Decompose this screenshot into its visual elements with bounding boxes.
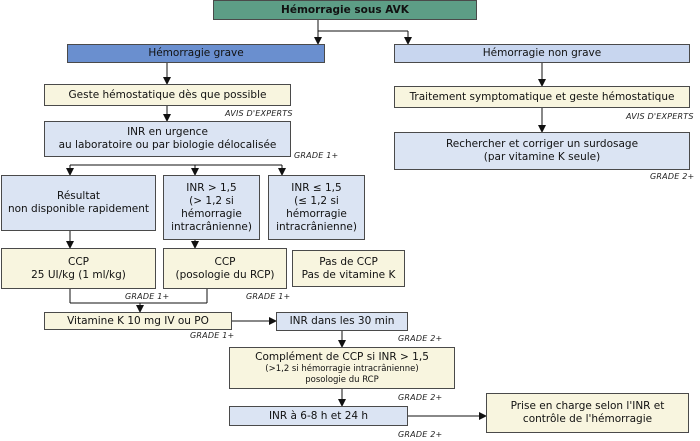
grade-inr-6-8h: GRADE 2+ <box>398 430 443 439</box>
node-rechercher-surdosage: Rechercher et corriger un surdosage (par… <box>394 132 690 170</box>
node-line: Rechercher et corriger un surdosage <box>445 138 639 150</box>
node-inr-urgence: INR en urgence au laboratoire ou par bio… <box>44 121 291 157</box>
node-inr-6-8h: INR à 6-8 h et 24 h <box>229 406 408 426</box>
grade-avis-experts-right: AVIS D'EXPERTS <box>626 112 694 121</box>
node-line: Résultat <box>57 190 100 202</box>
node-line: INR > 1,5 <box>186 181 237 194</box>
node-line: CCP <box>68 255 89 268</box>
node-inr-30-min: INR dans les 30 min <box>276 312 408 331</box>
node-label: Traitement symptomatique et geste hémost… <box>409 90 675 103</box>
node-vitamine-k: Vitamine K 10 mg IV ou PO <box>44 312 232 330</box>
node-line: 25 UI/kg (1 ml/kg) <box>31 268 126 281</box>
node-line: CCP <box>214 255 236 268</box>
node-line: hémorragie <box>181 207 242 220</box>
node-hemorragie-non-grave: Hémorragie non grave <box>394 44 690 63</box>
node-ccp-25: CCP 25 UI/kg (1 ml/kg) <box>1 248 156 289</box>
node-label: Hémorragie non grave <box>482 47 602 59</box>
node-inr-superieur: INR > 1,5 (> 1,2 si hémorragie intracrân… <box>163 175 260 240</box>
node-line: (≤ 1,2 si <box>294 194 339 207</box>
node-line: contrôle de l'hémorragie <box>522 413 653 425</box>
grade-ccp-25: GRADE 1+ <box>125 292 170 301</box>
grade-rechercher: GRADE 2+ <box>650 172 695 181</box>
grade-ccp-posologie: GRADE 1+ <box>246 292 291 301</box>
node-line: Pas de CCP <box>319 255 378 268</box>
node-line: (>1,2 si hémorragie intracrânienne) <box>265 364 419 374</box>
node-label: Vitamine K 10 mg IV ou PO <box>67 314 209 327</box>
node-line: posologie du RCP <box>305 374 379 385</box>
node-line: intracrânienne) <box>171 220 252 233</box>
node-line: Pas de vitamine K <box>301 268 396 281</box>
node-line: non disponible rapidement <box>7 203 150 215</box>
node-hemorragie-avk: Hémorragie sous AVK <box>213 0 477 20</box>
node-inr-inferieur: INR ≤ 1,5 (≤ 1,2 si hémorragie intracrân… <box>268 175 365 240</box>
node-hemorragie-grave: Hémorragie grave <box>67 44 325 63</box>
node-label: INR à 6-8 h et 24 h <box>268 409 369 422</box>
node-label: INR dans les 30 min <box>289 315 395 327</box>
grade-vitamine-k: GRADE 1+ <box>190 331 235 340</box>
node-line: Prise en charge selon l'INR et <box>510 400 665 412</box>
node-line: intracrânienne) <box>276 220 357 233</box>
node-ccp-posologie: CCP (posologie du RCP) <box>163 248 287 289</box>
grade-inr-30-min: GRADE 2+ <box>398 334 443 343</box>
node-line: (> 1,2 si <box>189 194 234 207</box>
grade-avis-experts-left: AVIS D'EXPERTS <box>225 109 293 118</box>
node-resultat-non-disponible: Résultat non disponible rapidement <box>1 175 156 231</box>
node-line: hémorragie <box>286 207 347 220</box>
node-geste-hemostatique: Geste hémostatique dès que possible <box>44 84 291 106</box>
node-line: (par vitamine K seule) <box>483 151 601 163</box>
node-line: INR en urgence <box>127 126 208 138</box>
node-line: (posologie du RCP) <box>175 268 275 281</box>
node-line: Complément de CCP si INR > 1,5 <box>255 351 429 363</box>
node-pas-de-ccp: Pas de CCP Pas de vitamine K <box>292 250 405 287</box>
node-line: INR ≤ 1,5 <box>291 181 342 194</box>
node-prise-en-charge: Prise en charge selon l'INR et contrôle … <box>486 393 689 433</box>
grade-inr-urgence: GRADE 1+ <box>294 151 339 160</box>
node-complement-ccp: Complément de CCP si INR > 1,5 (>1,2 si … <box>229 347 455 389</box>
node-label: Hémorragie grave <box>148 47 244 59</box>
node-traitement-symptomatique: Traitement symptomatique et geste hémost… <box>394 86 690 108</box>
node-label: Geste hémostatique dès que possible <box>68 88 267 101</box>
node-label: Hémorragie sous AVK <box>281 3 409 16</box>
node-line: au laboratoire ou par biologie délocalis… <box>58 139 277 151</box>
grade-complement-ccp: GRADE 2+ <box>398 393 443 402</box>
